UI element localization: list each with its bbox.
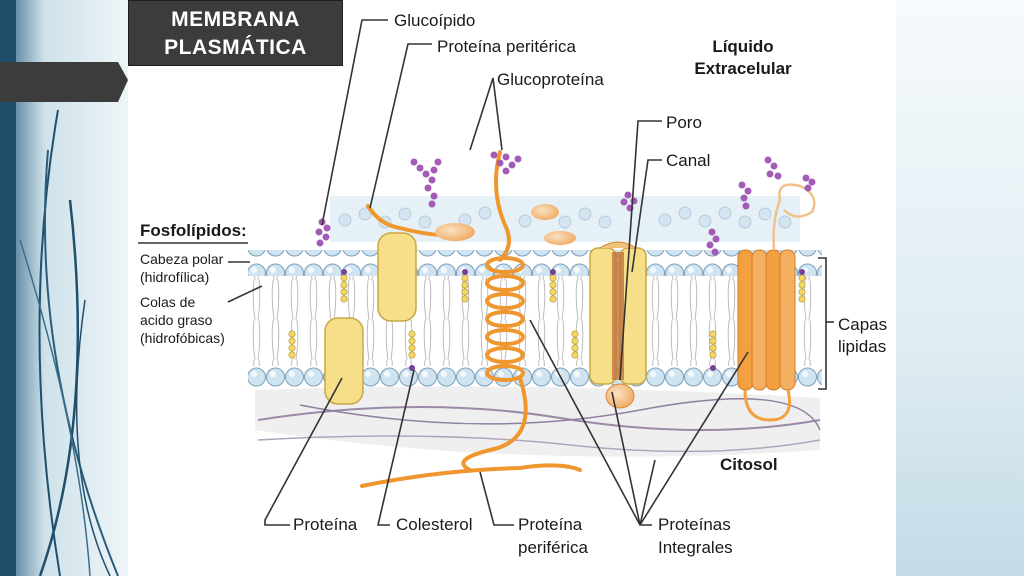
peripheral-protein-bottom (360, 463, 582, 488)
label-glucoproteina: Glucoproteína (497, 70, 604, 89)
label-colas-2: acido graso (140, 312, 213, 328)
label-citosol: Citosol (720, 455, 778, 474)
label-colas-1: Colas de (140, 294, 195, 310)
sugar-chains (315, 151, 816, 256)
upper-head-row (248, 250, 822, 276)
slide-title-line1: MEMBRANA (171, 8, 300, 31)
leader-lines (138, 19, 834, 526)
peripheral-globules (435, 204, 576, 245)
label-proteina: Proteína (293, 515, 358, 534)
label-poro: Poro (666, 113, 702, 132)
label-colas-3: (hidrofóbicas) (140, 330, 225, 346)
decor-stripe (75, 299, 111, 576)
slide-title: MEMBRANA PLASMÁTICA (128, 0, 343, 66)
label-integrales-2: Integrales (658, 538, 733, 557)
integral-protein-upper (377, 232, 417, 322)
label-canal: Canal (666, 151, 710, 170)
title-arrow-tab (0, 62, 128, 102)
label-proteina-periferica-bottom-2: periférica (518, 538, 588, 557)
decor-stripe (38, 109, 61, 576)
decor-stripe (43, 149, 119, 576)
label-cabeza-2: (hidrofílica) (140, 269, 209, 285)
glycolipid-heads (341, 269, 805, 371)
label-liquido-1: Líquido (712, 37, 773, 56)
label-capas-2: lipidas (838, 337, 886, 356)
label-fosfolipidos: Fosfolípidos: (140, 221, 247, 240)
label-cabeza-1: Cabeza polar (140, 251, 224, 267)
decor-stripe (19, 239, 91, 576)
decor-stripe (38, 199, 80, 576)
multipass-integral-protein (737, 183, 816, 422)
integral-protein-lower (324, 317, 364, 405)
label-capas-1: Capas (838, 315, 887, 334)
cytosol-surface (255, 386, 821, 457)
diagram-labels: Glucoípido Proteína peritérica Glucoprot… (140, 11, 887, 557)
label-colesterol: Colesterol (396, 515, 473, 534)
left-edge-bar (0, 0, 16, 576)
label-proteina-periferica-bottom-1: Proteína (518, 515, 583, 534)
label-proteina-periferica-top: Proteína peritérica (437, 37, 576, 56)
label-glucolipido: Glucoípido (394, 11, 475, 30)
glycoprotein-helix (461, 150, 528, 472)
cholesterol-molecules (288, 274, 806, 359)
slide-title-line2: PLASMÁTICA (164, 36, 307, 59)
label-integrales-1: Proteínas (658, 515, 731, 534)
right-panel (896, 0, 1024, 576)
label-liquido-2: Extracelular (694, 59, 792, 78)
